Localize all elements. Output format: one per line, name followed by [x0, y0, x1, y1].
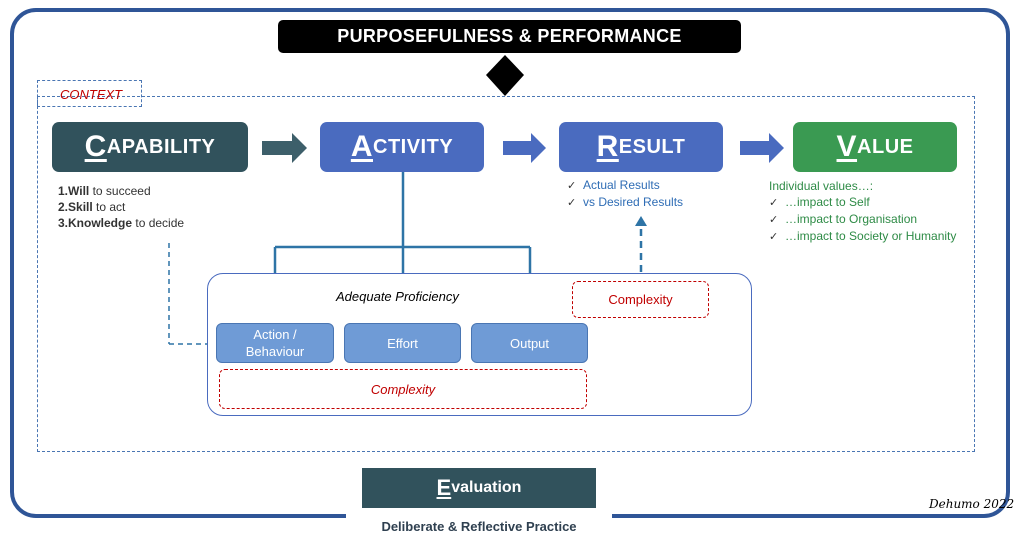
value-intro: Individual values…:: [769, 179, 874, 193]
signature: Dehumo 2022: [929, 497, 1015, 511]
capability-list: 1.Will to succeed 2.Skill to act 3.Knowl…: [58, 183, 184, 231]
value-list: Individual values…: ✓…impact to Self ✓…i…: [769, 178, 956, 245]
step-output: Output: [471, 323, 588, 363]
outer-frame: [10, 8, 1010, 518]
check-icon: ✓: [769, 231, 779, 243]
evaluation-rest: valuation: [451, 479, 522, 496]
list-item: 3.Knowledge to decide: [58, 216, 185, 230]
stage-result-initial: R: [596, 130, 619, 163]
bidirectional-arrow-icon: [486, 55, 524, 96]
practice-label: Deliberate & Reflective Practice: [381, 519, 577, 534]
stage-activity-initial: A: [350, 130, 373, 163]
check-icon: ✓: [567, 180, 577, 192]
list-item: ✓…impact to Society or Humanity: [769, 229, 957, 243]
step-action-behaviour: Action / Behaviour: [216, 323, 334, 363]
complexity-bottom: Complexity: [219, 369, 587, 409]
stage-value-initial: V: [836, 130, 858, 163]
list-item: ✓…impact to Self: [769, 195, 870, 209]
context-label: CONTEXT: [60, 87, 123, 102]
evaluation-initial: E: [436, 475, 452, 500]
list-item: ✓Actual Results: [567, 178, 660, 192]
page-title: PURPOSEFULNESS & PERFORMANCE: [278, 20, 741, 53]
result-arrowhead: [635, 216, 647, 226]
page-title-text: PURPOSEFULNESS & PERFORMANCE: [337, 26, 682, 46]
list-item: 1.Will to succeed: [58, 184, 151, 198]
context-tab: [37, 80, 142, 107]
list-item: 2.Skill to act: [58, 200, 126, 214]
arrow-capability-to-activity: [262, 133, 307, 163]
arrow-result-to-value: [740, 133, 784, 163]
stage-result-rest: ESULT: [618, 135, 686, 158]
frame-gap: [346, 510, 612, 524]
check-icon: ✓: [769, 214, 779, 226]
arrow-activity-to-result: [503, 133, 546, 163]
list-item: ✓vs Desired Results: [567, 195, 684, 209]
capability-to-action-connector: [168, 243, 209, 345]
check-icon: ✓: [769, 197, 779, 209]
stage-activity-rest: CTIVITY: [373, 135, 454, 158]
context-box: [37, 96, 975, 452]
complexity-top: Complexity: [572, 281, 709, 318]
step-effort: Effort: [344, 323, 461, 363]
result-list: ✓Actual Results ✓vs Desired Results: [567, 177, 683, 211]
stage-capability-initial: C: [84, 130, 107, 163]
list-item: ✓…impact to Organisation: [769, 212, 918, 226]
stage-value-rest: ALUE: [857, 135, 914, 158]
proficiency-label: Adequate Proficiency: [336, 289, 459, 304]
check-icon: ✓: [567, 197, 577, 209]
stage-capability-rest: APABILITY: [106, 135, 216, 158]
